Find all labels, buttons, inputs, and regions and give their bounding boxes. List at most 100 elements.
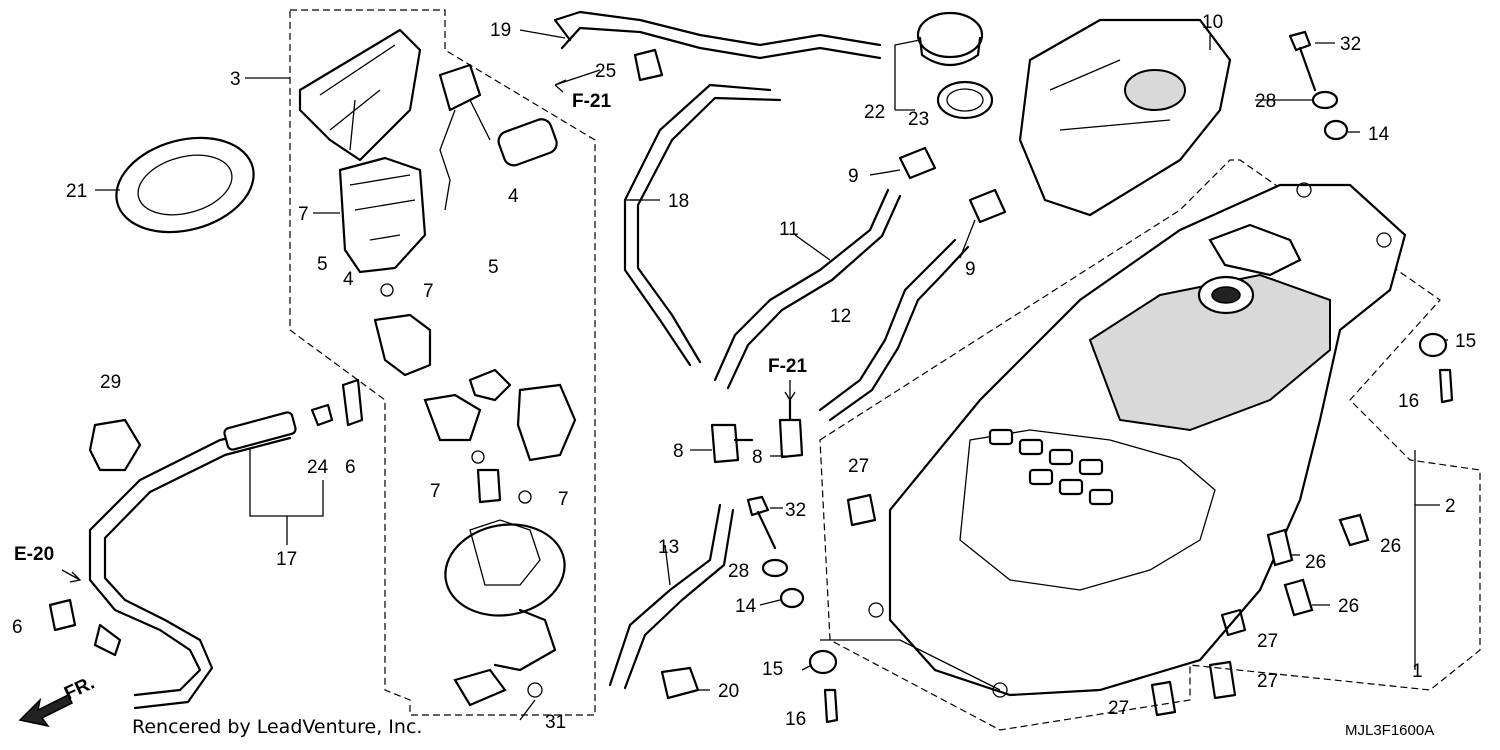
callout-26-a: 26 [1380, 536, 1401, 557]
callout-14-upper: 14 [1368, 124, 1390, 145]
callout-1: 1 [1412, 661, 1423, 682]
callout-32-upper: 32 [1340, 34, 1361, 55]
callout-3: 3 [230, 69, 241, 90]
tank-bottom-pads [988, 428, 1114, 506]
clip-27-d[interactable] [1150, 680, 1177, 717]
callout-22: 22 [864, 102, 885, 123]
ref-e20: E-20 [14, 544, 54, 565]
joint-8-right[interactable] [778, 398, 804, 459]
collar-16-lower[interactable] [823, 688, 839, 724]
diagram-code: MJL3F1600A [1345, 722, 1434, 739]
cushion-26-b[interactable] [1266, 528, 1294, 567]
callout-18: 18 [668, 191, 689, 212]
callout-8-right: 8 [752, 447, 763, 468]
ref-f21-mid: F-21 [768, 356, 808, 377]
callout-7-c: 7 [430, 481, 441, 502]
ref-f21-mid-arrow [784, 380, 796, 402]
callout-31: 31 [545, 712, 566, 733]
ref-f21-top-arrow [554, 69, 601, 93]
grommet-14-lower[interactable] [779, 587, 805, 609]
joint-8-left[interactable] [710, 423, 754, 464]
hose-clamp-29[interactable] [88, 418, 142, 472]
fuel-cap[interactable] [916, 11, 984, 66]
washer-28-lower[interactable] [761, 558, 789, 578]
callout-9-lower: 9 [965, 259, 976, 280]
callout-26-b: 26 [1305, 552, 1326, 573]
leader-lines [95, 29, 1448, 721]
tube-19[interactable] [553, 10, 882, 60]
callout-6-upper: 6 [345, 457, 356, 478]
packing-ring[interactable] [106, 123, 265, 246]
callout-16-lower: 16 [785, 709, 806, 730]
callout-labels: 1 2 3 4 4 5 5 6 6 7 7 7 7 8 8 9 9 10 11 … [12, 12, 1476, 733]
callout-17: 17 [276, 549, 297, 570]
callout-8-left: 8 [673, 441, 684, 462]
grommet-15-right[interactable] [1418, 332, 1448, 358]
callout-19: 19 [490, 20, 511, 41]
collar-16-right[interactable] [1438, 368, 1454, 404]
clip-27-b[interactable] [1220, 608, 1247, 637]
callout-28-lower: 28 [728, 561, 749, 582]
callout-32-lower: 32 [785, 500, 806, 521]
filler-tray[interactable] [1018, 18, 1232, 217]
grommet-15-lower[interactable] [808, 649, 838, 675]
callout-4-lower: 4 [343, 269, 354, 290]
callout-7-b: 7 [423, 281, 434, 302]
callout-21: 21 [66, 181, 87, 202]
callout-14-lower: 14 [735, 596, 757, 617]
tube-11[interactable] [713, 188, 902, 390]
callout-16-right: 16 [1398, 391, 1419, 412]
clip-6-upper[interactable] [341, 378, 364, 427]
callout-15-right: 15 [1455, 331, 1476, 352]
callout-13: 13 [658, 537, 679, 558]
joint-9-lower[interactable] [968, 188, 1007, 224]
callout-12: 12 [830, 306, 851, 327]
callout-9-upper: 9 [848, 166, 859, 187]
joint-9-upper[interactable] [898, 146, 937, 180]
clip-27-a[interactable] [846, 493, 877, 527]
callout-7-d: 7 [558, 489, 569, 510]
callout-27-d: 27 [1108, 698, 1129, 719]
callout-5-lower: 5 [317, 254, 328, 275]
fuel-pump-assembly[interactable] [289, 9, 596, 716]
callout-29: 29 [100, 372, 121, 393]
bolt-32-upper[interactable] [1288, 30, 1317, 92]
tube-18[interactable] [623, 83, 782, 367]
fuel-feed-hose[interactable] [88, 411, 297, 710]
clip-24[interactable] [310, 403, 334, 427]
callout-5-upper: 5 [488, 257, 499, 278]
callout-20: 20 [718, 681, 739, 702]
ref-f21-top: F-21 [572, 91, 612, 112]
callout-26-c: 26 [1338, 596, 1359, 617]
clamp-25[interactable] [633, 48, 664, 82]
tube-13[interactable] [608, 503, 735, 690]
callout-27-a: 27 [848, 456, 869, 477]
callout-27-b: 27 [1257, 631, 1278, 652]
callout-11: 11 [779, 219, 799, 240]
grommet-14-upper[interactable] [1323, 119, 1349, 141]
callout-27-c: 27 [1257, 671, 1278, 692]
washer-28-upper[interactable] [1311, 90, 1339, 110]
callout-28-upper: 28 [1255, 91, 1276, 112]
callout-23: 23 [908, 109, 929, 130]
callout-4-upper: 4 [508, 186, 519, 207]
fuel-tank[interactable] [819, 159, 1481, 731]
clip-6-lower[interactable] [48, 598, 77, 632]
cap-gasket[interactable] [936, 80, 994, 120]
cushion-26-c[interactable] [1283, 578, 1314, 617]
callout-25: 25 [595, 61, 616, 82]
clip-27-c[interactable] [1208, 660, 1237, 700]
front-arrow-icon [18, 693, 74, 728]
tube-12[interactable] [818, 238, 970, 422]
callout-15-lower: 15 [762, 659, 783, 680]
credit-text: Rencered by LeadVenture, Inc. [132, 716, 422, 738]
cushion-26-a[interactable] [1338, 513, 1370, 547]
callout-24: 24 [307, 457, 329, 478]
callout-2: 2 [1445, 496, 1456, 517]
clamp-20[interactable] [660, 666, 700, 700]
bolt-32-lower[interactable] [746, 495, 777, 550]
callout-6-lower: 6 [12, 617, 23, 638]
callout-10: 10 [1202, 12, 1223, 33]
callout-7-a: 7 [298, 204, 309, 225]
